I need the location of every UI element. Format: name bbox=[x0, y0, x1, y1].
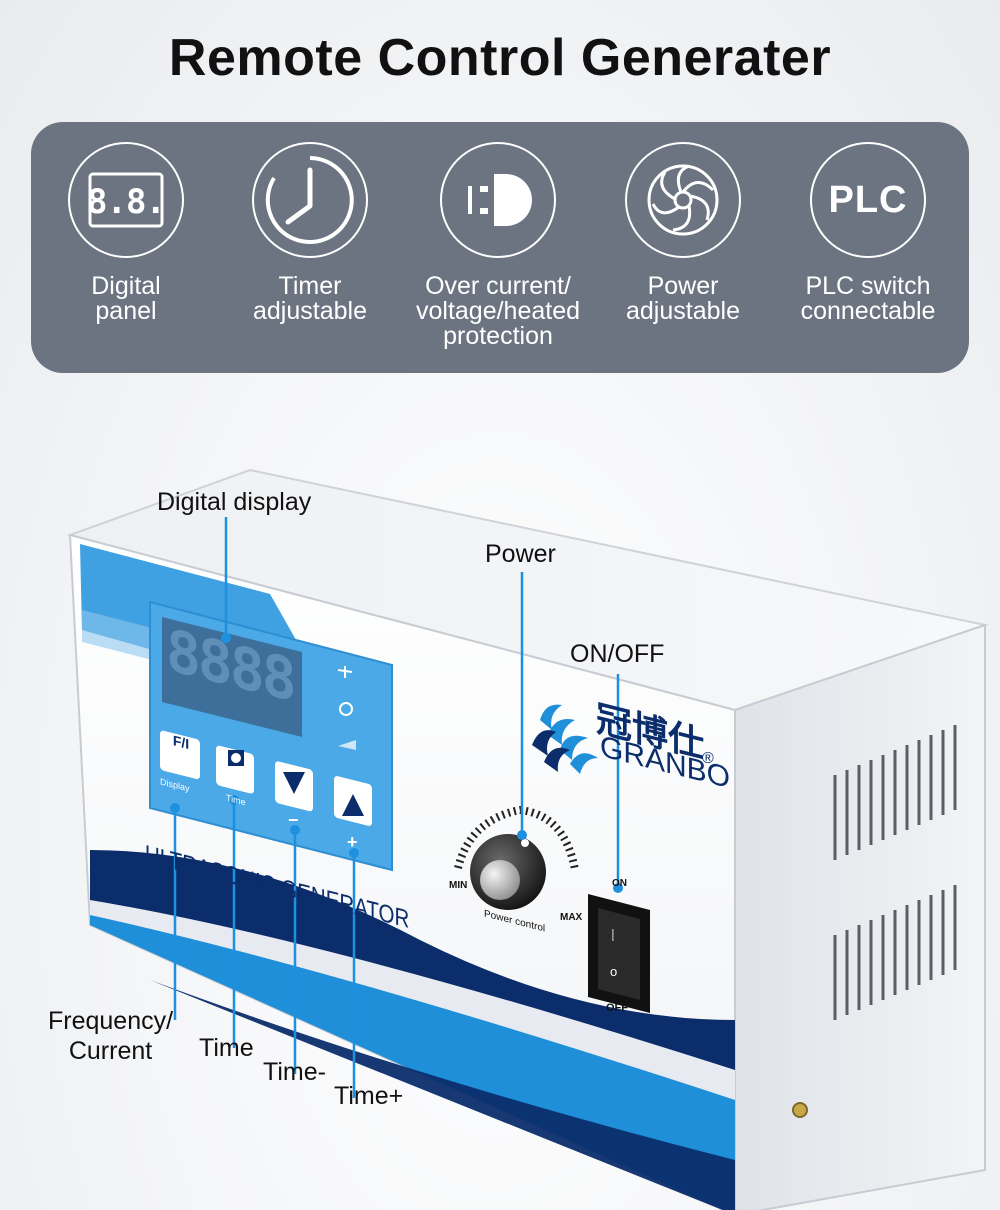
switch-off-label: OFF bbox=[606, 1002, 628, 1014]
callout-frequency-line2: Current bbox=[68, 1037, 153, 1065]
switch-o: o bbox=[610, 964, 618, 979]
time-minus-sign: − bbox=[288, 810, 299, 830]
plug-icon bbox=[440, 142, 556, 258]
feature-label: Timer adjustable bbox=[253, 272, 367, 325]
plc-icon: PLC bbox=[810, 142, 926, 258]
callout-time-minus: Time- bbox=[263, 1058, 326, 1086]
fan-icon bbox=[625, 142, 741, 258]
callout-on-off: ON/OFF bbox=[570, 640, 665, 668]
feature-digital-panel: 8.8. Digital panel bbox=[31, 142, 221, 324]
callout-frequency: Frequency/ Current bbox=[48, 1006, 173, 1066]
time-plus-sign: + bbox=[347, 832, 358, 852]
feature-timer: Timer adjustable bbox=[215, 142, 405, 324]
feature-label: Digital panel bbox=[91, 272, 161, 325]
feature-power: Power adjustable bbox=[588, 142, 778, 324]
knob-max-label: MAX bbox=[560, 912, 583, 923]
page-title: Remote Control Generater bbox=[168, 29, 832, 87]
feature-plc: PLC PLC switch connectable bbox=[773, 142, 963, 324]
callout-time-plus: Time+ bbox=[334, 1082, 404, 1110]
callout-digital-display: Digital display bbox=[157, 488, 312, 516]
switch-dash: — bbox=[607, 929, 621, 941]
feature-protection: Over current/ voltage/heated protection bbox=[403, 142, 593, 349]
time-minus-button[interactable] bbox=[275, 755, 313, 797]
on-off-switch[interactable] bbox=[588, 894, 650, 1012]
power-knob[interactable] bbox=[470, 834, 546, 910]
feature-label: Power adjustable bbox=[626, 272, 740, 325]
digital-panel-digits: 8.8. bbox=[87, 182, 166, 222]
knob-min-label: MIN bbox=[449, 880, 468, 891]
switch-on-label: ON bbox=[612, 878, 627, 889]
digital-panel-icon: 8.8. bbox=[68, 142, 184, 258]
time-plus-button[interactable] bbox=[334, 773, 372, 815]
time-button[interactable] bbox=[216, 740, 254, 780]
feature-label: Over current/ voltage/heated protection bbox=[415, 272, 581, 350]
callout-frequency-line1: Frequency/ bbox=[48, 1007, 174, 1035]
clock-icon bbox=[252, 142, 368, 258]
feature-label: PLC switch connectable bbox=[800, 272, 936, 325]
callout-power: Power bbox=[485, 540, 556, 568]
callout-time: Time bbox=[199, 1034, 254, 1062]
ultrasonic-generator-device: 8888 F/I Display Time − + ULTRASONIC GEN… bbox=[0, 380, 1000, 1210]
feature-band: 8.8. Digital panel Timer adjustable Over… bbox=[31, 122, 969, 373]
registered-mark: ® bbox=[702, 750, 714, 767]
plc-icon-text: PLC bbox=[828, 179, 908, 221]
